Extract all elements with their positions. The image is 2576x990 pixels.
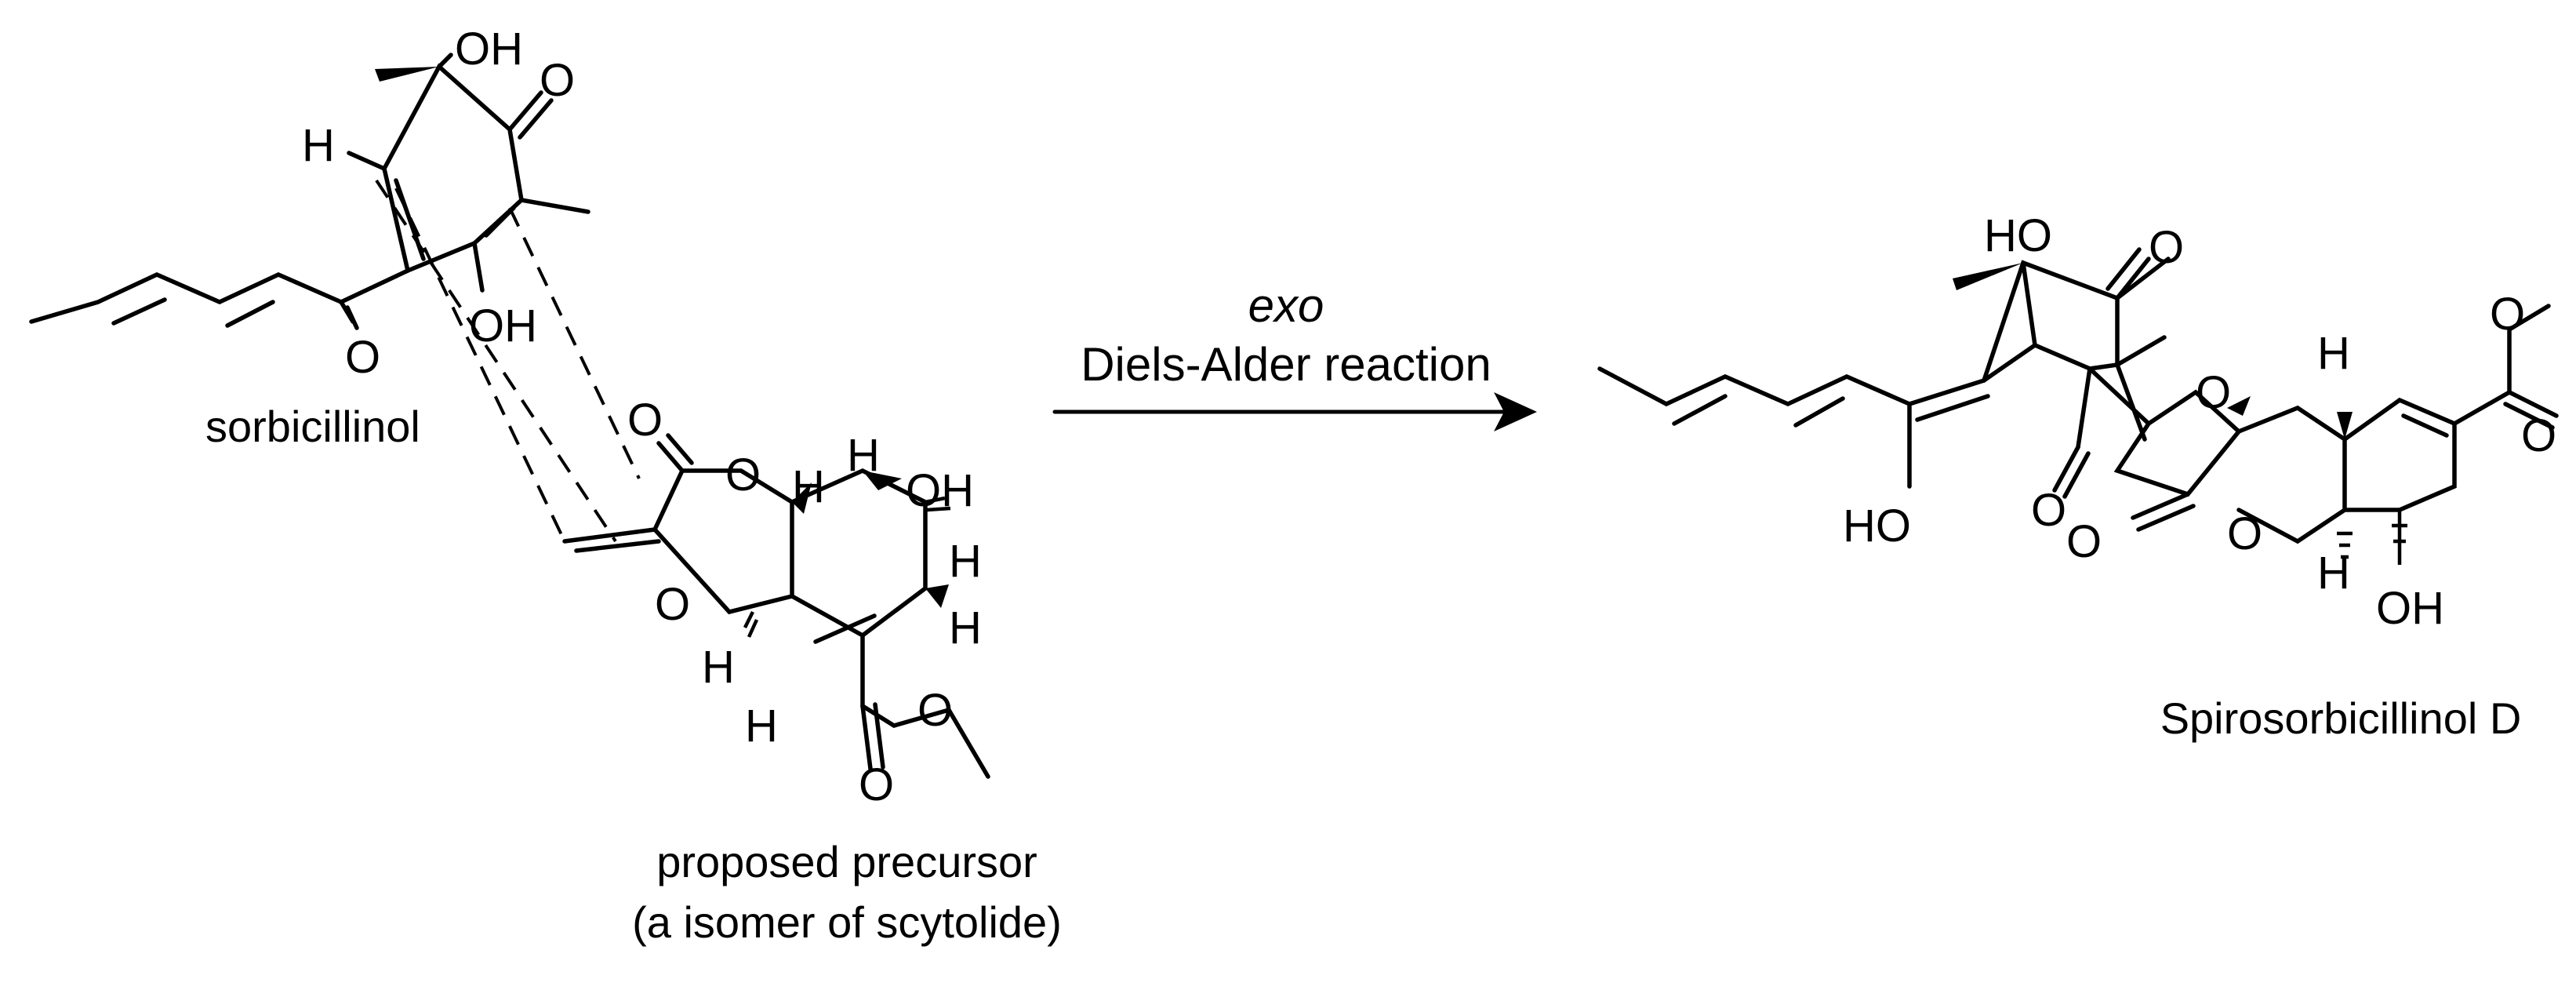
sorbicillinol-oh-top: OH xyxy=(455,24,523,75)
product-o-ketone: O xyxy=(2149,222,2184,273)
precursor-h5: H xyxy=(702,642,735,693)
precursor-h1: H xyxy=(792,461,825,512)
precursor-h4: H xyxy=(949,602,982,653)
precursor-o-ester: O xyxy=(917,685,953,736)
sorbicillinol-structure: OH O H OH O xyxy=(29,24,590,383)
arrow-label-exo: exo xyxy=(1248,279,1324,332)
precursor-o-ring-top: O xyxy=(725,450,761,500)
product-h-bottom: H xyxy=(2317,548,2350,599)
product-o-lactone: O xyxy=(2227,508,2262,559)
precursor-o-ester-carbonyl: O xyxy=(859,759,894,810)
precursor-label-line2: (a isomer of scytolide) xyxy=(632,897,1062,947)
sorbicillinol-oh-bottom: OH xyxy=(469,300,537,351)
product-o-ester: O xyxy=(2490,289,2525,340)
sorbicillinol-o-ketone: O xyxy=(540,55,575,106)
sorbicillinol-o-sidechain: O xyxy=(345,332,380,383)
product-o-ester-carbonyl: O xyxy=(2521,410,2556,461)
product-h-top: H xyxy=(2317,328,2350,379)
spirosorbicillinol-d-structure xyxy=(1597,247,2559,565)
product-oh-bottom: OH xyxy=(2376,583,2444,634)
precursor-oh: OH xyxy=(906,465,974,516)
product-label: Spirosorbicillinol D xyxy=(2160,693,2522,743)
product-ho-enol: HO xyxy=(1843,500,1911,551)
precursor-o-carbonyl: O xyxy=(627,395,663,446)
product-o-lactone-carbonyl: O xyxy=(2066,516,2102,567)
reaction-arrow xyxy=(1052,392,1537,431)
arrow-label-diels-alder: Diels-Alder reaction xyxy=(1081,338,1491,391)
precursor-h2: H xyxy=(847,430,880,481)
precursor-o-ring-bottom: O xyxy=(655,579,690,630)
precursor-structure xyxy=(562,433,990,779)
product-o-dioxane: O xyxy=(2196,367,2231,418)
precursor-h6: H xyxy=(745,701,778,752)
cycloaddition-dashed-lines xyxy=(375,179,641,543)
product-o-bridge: O xyxy=(2031,485,2066,536)
sorbicillinol-label: sorbicillinol xyxy=(205,402,420,451)
sorbicillinol-h-vinyl: H xyxy=(302,120,335,171)
precursor-h3: H xyxy=(949,536,982,587)
product-ho-top: HO xyxy=(1984,210,2052,261)
precursor-label-line1: proposed precursor xyxy=(656,837,1037,886)
